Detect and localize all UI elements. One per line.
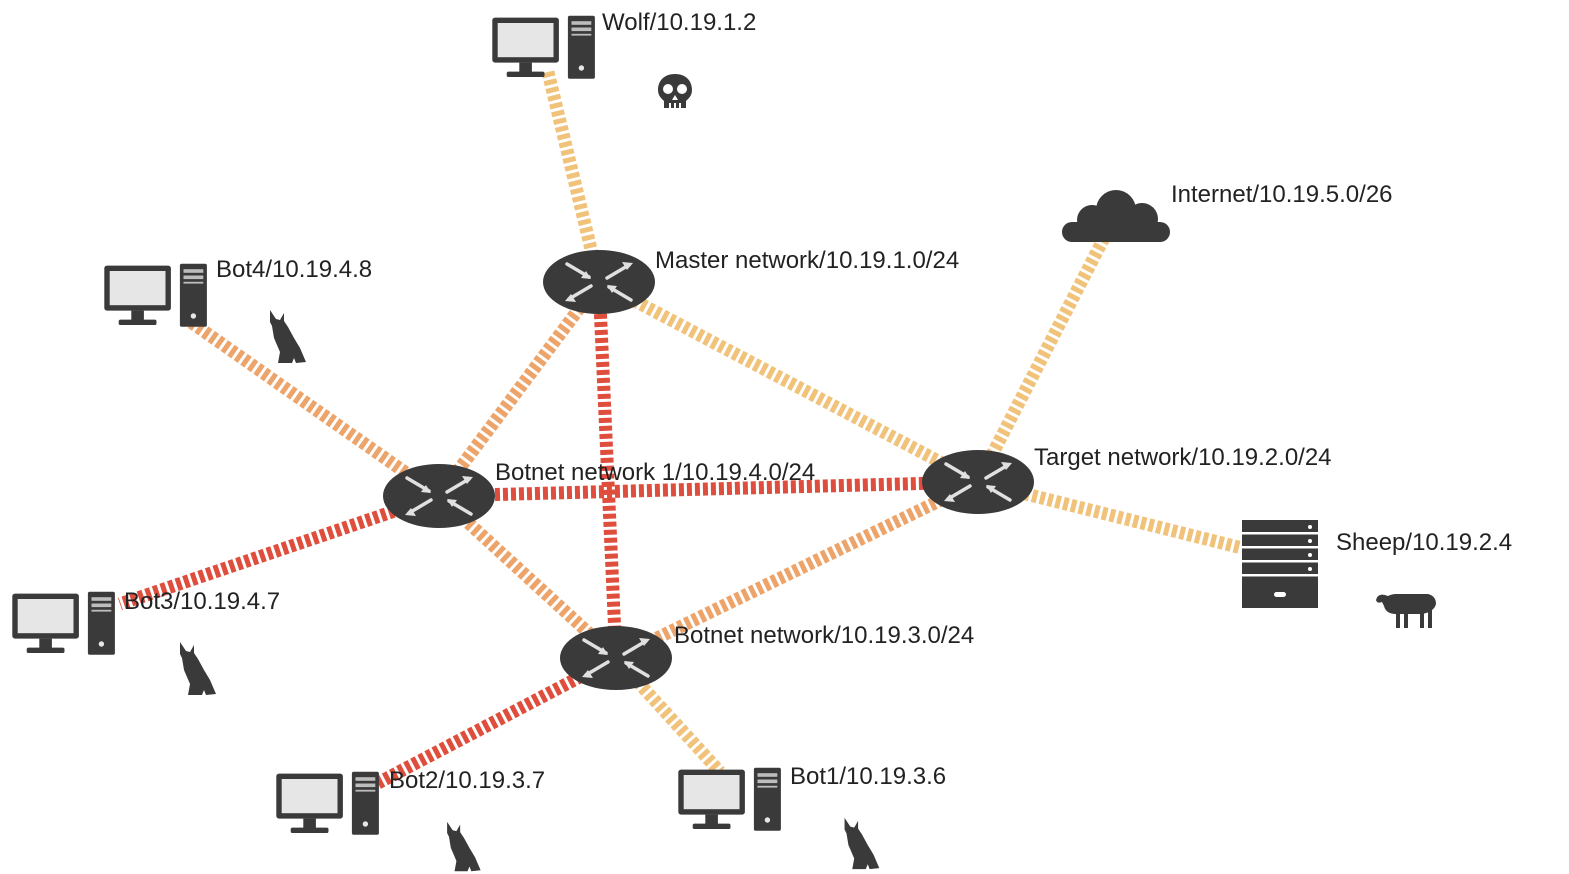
target-router-label: Target network/10.19.2.0/24 xyxy=(1034,444,1332,471)
link-target-router-to-sheep xyxy=(976,475,1244,555)
wolf-icon xyxy=(180,642,216,695)
sheep-label: Sheep/10.19.2.4 xyxy=(1336,529,1512,556)
bot2-node[interactable]: Bot2/10.19.3.7 xyxy=(276,767,545,872)
bot1-label: Bot1/10.19.3.6 xyxy=(790,763,946,790)
bot3-label: Bot3/10.19.4.7 xyxy=(124,588,280,615)
link-internet-to-target-router xyxy=(972,235,1110,485)
links-layer xyxy=(117,70,1244,790)
wolf-node[interactable]: Wolf/10.19.1.2 xyxy=(492,9,756,108)
botnet1-router-label: Botnet network 1/10.19.4.0/24 xyxy=(495,459,815,486)
internet-label: Internet/10.19.5.0/26 xyxy=(1171,181,1393,208)
master-router-label: Master network/10.19.1.0/24 xyxy=(655,247,959,274)
link-botnet-router-to-bot2 xyxy=(372,652,620,790)
master-router-node[interactable]: Master network/10.19.1.0/24 xyxy=(541,247,959,316)
server-icon xyxy=(1242,520,1318,608)
sheep-node[interactable]: Sheep/10.19.2.4 xyxy=(1242,520,1512,628)
sheep-icon xyxy=(1376,594,1436,628)
link-wolf-to-master-router xyxy=(541,70,606,284)
router-icon xyxy=(558,624,674,692)
wolf-icon xyxy=(447,821,481,872)
link-botnet1-router-to-target-router xyxy=(438,475,979,503)
skull-icon xyxy=(658,74,692,108)
link-master-router-to-botnet-router xyxy=(592,281,623,659)
bot4-label: Bot4/10.19.4.8 xyxy=(216,256,372,283)
desktop-computer-icon xyxy=(12,591,115,655)
router-icon xyxy=(920,448,1036,516)
desktop-computer-icon xyxy=(678,767,781,831)
link-master-router-to-target-router xyxy=(595,276,982,488)
bot1-node[interactable]: Bot1/10.19.3.6 xyxy=(678,763,946,870)
wolf-icon xyxy=(844,817,880,870)
router-icon xyxy=(381,462,497,530)
router-icon xyxy=(541,248,657,316)
desktop-computer-icon xyxy=(104,263,207,327)
link-botnet1-router-to-bot3 xyxy=(117,489,442,611)
cloud-icon xyxy=(1062,190,1170,242)
bot2-label: Bot2/10.19.3.7 xyxy=(389,767,545,794)
link-bot4-to-botnet1-router xyxy=(181,312,443,502)
target-router-node[interactable]: Target network/10.19.2.0/24 xyxy=(920,444,1332,516)
botnet1-router-node[interactable]: Botnet network 1/10.19.4.0/24 xyxy=(381,459,815,530)
bot4-node[interactable]: Bot4/10.19.4.8 xyxy=(104,256,372,363)
desktop-computer-icon xyxy=(276,771,379,835)
wolf-label: Wolf/10.19.1.2 xyxy=(602,9,756,36)
botnet-router-label: Botnet network/10.19.3.0/24 xyxy=(674,622,974,649)
bot3-node[interactable]: Bot3/10.19.4.7 xyxy=(12,588,280,695)
wolf-icon xyxy=(270,310,306,363)
link-master-router-to-botnet1-router xyxy=(433,278,605,500)
internet-node[interactable]: Internet/10.19.5.0/26 xyxy=(1062,181,1393,242)
botnet-router-node[interactable]: Botnet network/10.19.3.0/24 xyxy=(558,622,974,692)
desktop-computer-icon xyxy=(492,15,595,79)
link-target-router-to-botnet-router xyxy=(613,476,981,664)
